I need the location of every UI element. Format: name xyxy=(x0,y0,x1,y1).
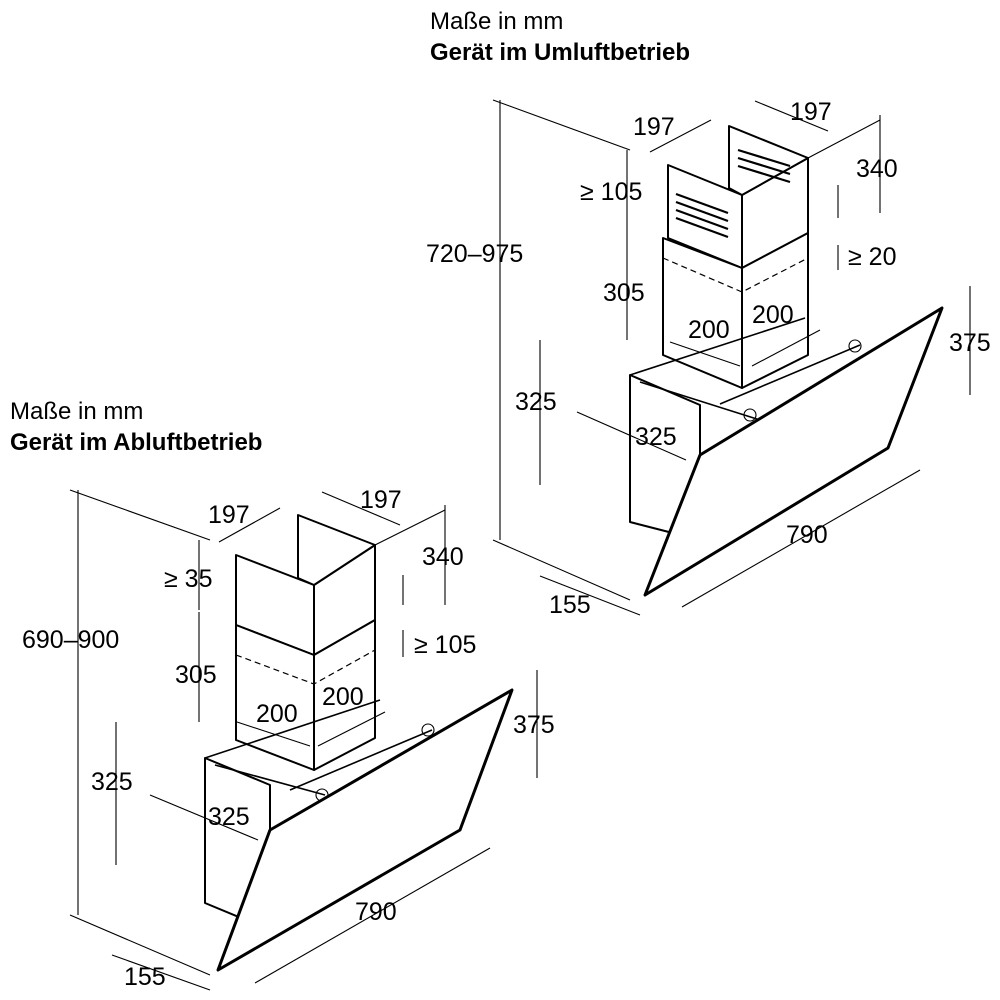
rail-top xyxy=(719,344,861,405)
body-height-label: 325 xyxy=(91,768,133,796)
top-section-height-label: 340 xyxy=(422,543,464,571)
hood-drawing-umluft: Maße in mm Gerät im Umluftbetrieb xyxy=(426,8,991,619)
glass-height-label: 375 xyxy=(949,329,991,357)
body-depth-label: 325 xyxy=(208,803,250,831)
wall-offset-label: 155 xyxy=(549,591,591,619)
top-section-height-label: 340 xyxy=(856,155,898,183)
unit-caption: Maße in mm xyxy=(430,8,563,35)
duct-depth-label: 200 xyxy=(688,316,730,344)
body-depth-label: 325 xyxy=(635,423,677,451)
rail-front xyxy=(639,381,761,421)
mode-title: Gerät im Umluftbetrieb xyxy=(430,39,690,66)
hinge-back xyxy=(848,339,862,353)
hood-drawing-abluft: Maße in mm Gerät im Abluftbetrieb xyxy=(10,398,555,991)
bottom-clearance-label: ≥ 105 xyxy=(414,631,476,659)
glass-panel xyxy=(216,688,514,972)
chimney-upper-back xyxy=(297,514,376,586)
wall-offset-label: 155 xyxy=(124,963,166,991)
top-clearance-label: ≥ 105 xyxy=(580,178,642,206)
dimension-lines-umluft: 720–975 197 197 340 ≥ 105 ≥ 20 305 200 xyxy=(426,98,991,619)
rail-top xyxy=(289,729,433,791)
duct-width-label: 200 xyxy=(322,683,364,711)
duct-depth-label: 200 xyxy=(256,700,298,728)
body-height-label: 325 xyxy=(515,388,557,416)
bottom-clearance-label: ≥ 20 xyxy=(848,243,896,271)
overlap-line xyxy=(662,257,809,293)
total-height-label: 720–975 xyxy=(426,240,523,268)
top-clearance-label: ≥ 35 xyxy=(164,565,212,593)
ventilation-grill-back xyxy=(737,148,791,184)
chimney-depth-label: 197 xyxy=(633,113,675,141)
chimney-lower-right-face xyxy=(313,619,376,771)
chimney-width-label: 197 xyxy=(360,486,402,514)
duct-width-label: 200 xyxy=(752,301,794,329)
duct-section-height-label: 305 xyxy=(175,661,217,689)
mode-title: Gerät im Abluftbetrieb xyxy=(10,429,262,456)
ventilation-grill-left xyxy=(675,192,729,239)
duct-section-height-label: 305 xyxy=(603,279,645,307)
hinge-back xyxy=(421,723,435,737)
body-top-edge xyxy=(204,699,381,759)
glass-panel xyxy=(643,306,944,597)
width-label: 790 xyxy=(355,898,397,926)
hood-body-umluft xyxy=(629,125,944,597)
chimney-depth-label: 197 xyxy=(208,501,250,529)
overlap-line xyxy=(235,649,376,685)
width-label: 790 xyxy=(786,521,828,549)
body-top-edge xyxy=(629,317,806,376)
total-height-label: 690–900 xyxy=(22,626,119,654)
chimney-width-label: 197 xyxy=(790,98,832,126)
unit-caption: Maße in mm xyxy=(10,398,143,425)
chimney-lower-right-face xyxy=(741,232,809,389)
dimension-lines-abluft: 690–900 197 197 340 ≥ 35 ≥ 105 305 200 xyxy=(22,486,555,991)
hood-body-abluft xyxy=(204,514,514,972)
glass-height-label: 375 xyxy=(513,711,555,739)
rail-front xyxy=(214,764,326,796)
hinge-front xyxy=(743,408,757,422)
